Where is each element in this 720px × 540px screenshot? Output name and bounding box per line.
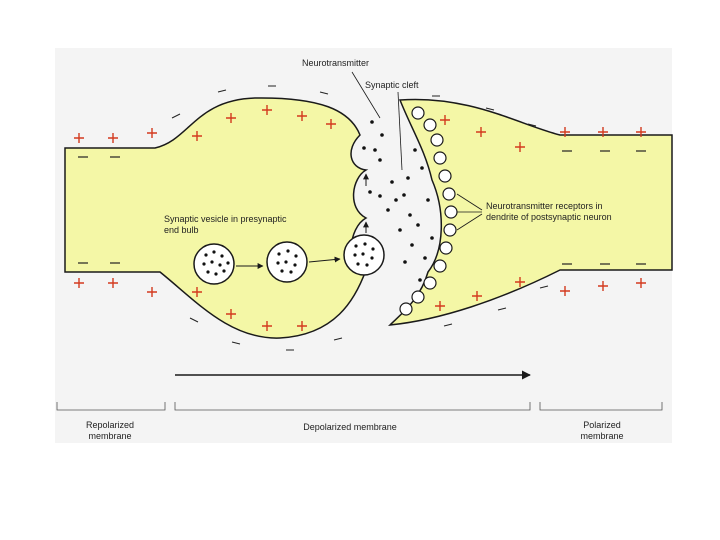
repolarized-line2: membrane — [88, 431, 132, 441]
repolarized-membrane-label: Repolarized membrane — [70, 420, 150, 442]
depolarized-membrane-label: Depolarized membrane — [303, 422, 397, 432]
outer-membrane-minus-marks — [171, 85, 549, 351]
receptors-label: Neurotransmitter receptors in dendrite o… — [486, 201, 612, 223]
neurotransmitter-label: Neurotransmitter — [302, 58, 370, 68]
postsynaptic-dendrite — [387, 98, 673, 326]
polarized-line2: membrane — [580, 431, 624, 441]
repolarized-line1: Repolarized — [85, 420, 135, 430]
plus-charges — [74, 105, 646, 331]
receptors-label-line1: Neurotransmitter receptors in — [486, 201, 603, 211]
vesicle-label-line2: end bulb — [164, 225, 199, 235]
membrane-brackets — [56, 402, 663, 411]
receptors-label-line2: dendrite of postsynaptic neuron — [486, 212, 612, 222]
neurotransmitter-receptors — [399, 106, 458, 316]
polarized-line1: Polarized — [583, 420, 621, 430]
cleft-neurotransmitter-dots — [362, 120, 434, 282]
vesicle-neurotransmitter-dots — [202, 242, 375, 276]
vesicle-1 — [193, 243, 235, 285]
vesicle-label-line1: Synaptic vesicle in presynaptic — [164, 214, 287, 224]
inner-membrane-minus-marks — [78, 150, 646, 265]
synaptic-cleft-label: Synaptic cleft — [365, 80, 419, 90]
vesicle-movement-arrows — [236, 173, 369, 269]
receptor-callout-lines — [456, 193, 483, 231]
polarized-membrane-label: Polarized membrane — [562, 420, 642, 442]
top-label-leaders — [351, 71, 403, 171]
vesicle-label: Synaptic vesicle in presynaptic end bulb — [164, 214, 287, 236]
